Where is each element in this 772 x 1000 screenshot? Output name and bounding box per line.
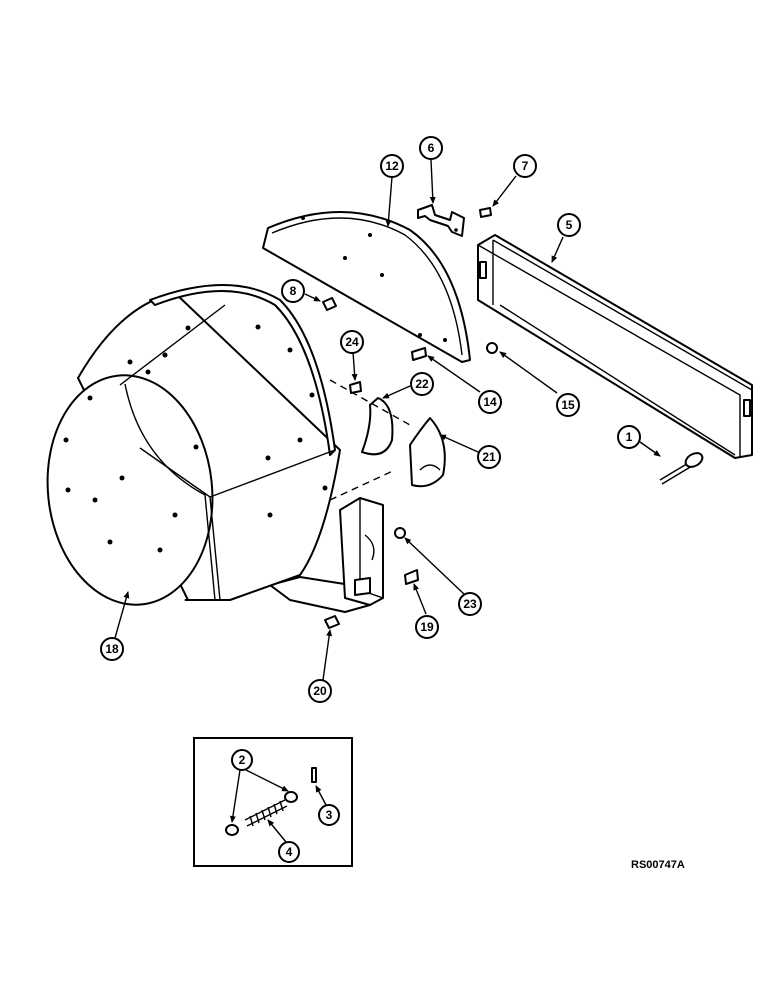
washer-left [225,824,239,836]
channel-bar [477,234,753,459]
callout-21: 21 [477,445,501,469]
svg-text:24: 24 [345,335,359,349]
callout-19: 19 [415,615,439,639]
nut-20 [324,615,340,629]
callout-22: 22 [410,372,434,396]
svg-text:6: 6 [428,141,435,155]
svg-text:7: 7 [522,159,529,173]
callout-12: 12 [380,154,404,178]
svg-text:4: 4 [286,845,293,859]
mounting-bracket [339,497,384,606]
callout-4: 4 [278,841,300,863]
reference-code: RS00747A [631,859,685,871]
callout-7: 7 [513,154,537,178]
spring [244,799,288,827]
svg-text:23: 23 [463,597,477,611]
bolt-24 [349,381,362,394]
svg-text:19: 19 [420,620,434,634]
svg-text:18: 18 [105,642,119,656]
callout-15: 15 [556,393,580,417]
svg-text:14: 14 [483,395,497,409]
svg-text:1: 1 [626,430,633,444]
svg-text:3: 3 [326,808,333,822]
callout-18: 18 [100,637,124,661]
callout-23: 23 [458,592,482,616]
rivet-holes [63,324,328,553]
eye-bolt [659,452,704,485]
callout-24: 24 [340,330,364,354]
svg-text:8: 8 [290,284,297,298]
callout-20: 20 [308,679,332,703]
guard-22 [361,397,394,456]
nut-8 [322,297,337,311]
pin [311,767,317,783]
svg-text:5: 5 [566,218,573,232]
callout-2: 2 [231,749,253,771]
leader-lines [114,159,661,681]
inset-box [193,737,353,867]
nut-15 [486,342,498,354]
bolt-19 [404,569,419,585]
callout-14: 14 [478,390,502,414]
clamp [417,204,465,237]
housing-shroud [46,284,371,613]
callout-8: 8 [281,279,305,303]
callout-6: 6 [419,136,443,160]
svg-text:21: 21 [482,450,496,464]
screw-7 [479,207,492,218]
svg-text:22: 22 [415,377,429,391]
callout-1: 1 [617,425,641,449]
svg-text:2: 2 [239,753,246,767]
callout-5: 5 [557,213,581,237]
svg-text:15: 15 [561,398,575,412]
bolt-14 [411,347,427,361]
svg-text:20: 20 [313,684,327,698]
washer-right [284,791,298,803]
nut-23 [394,527,406,539]
guard-21 [409,417,446,488]
callout-3: 3 [318,804,340,826]
svg-text:12: 12 [385,159,399,173]
cover-plate [262,211,471,363]
